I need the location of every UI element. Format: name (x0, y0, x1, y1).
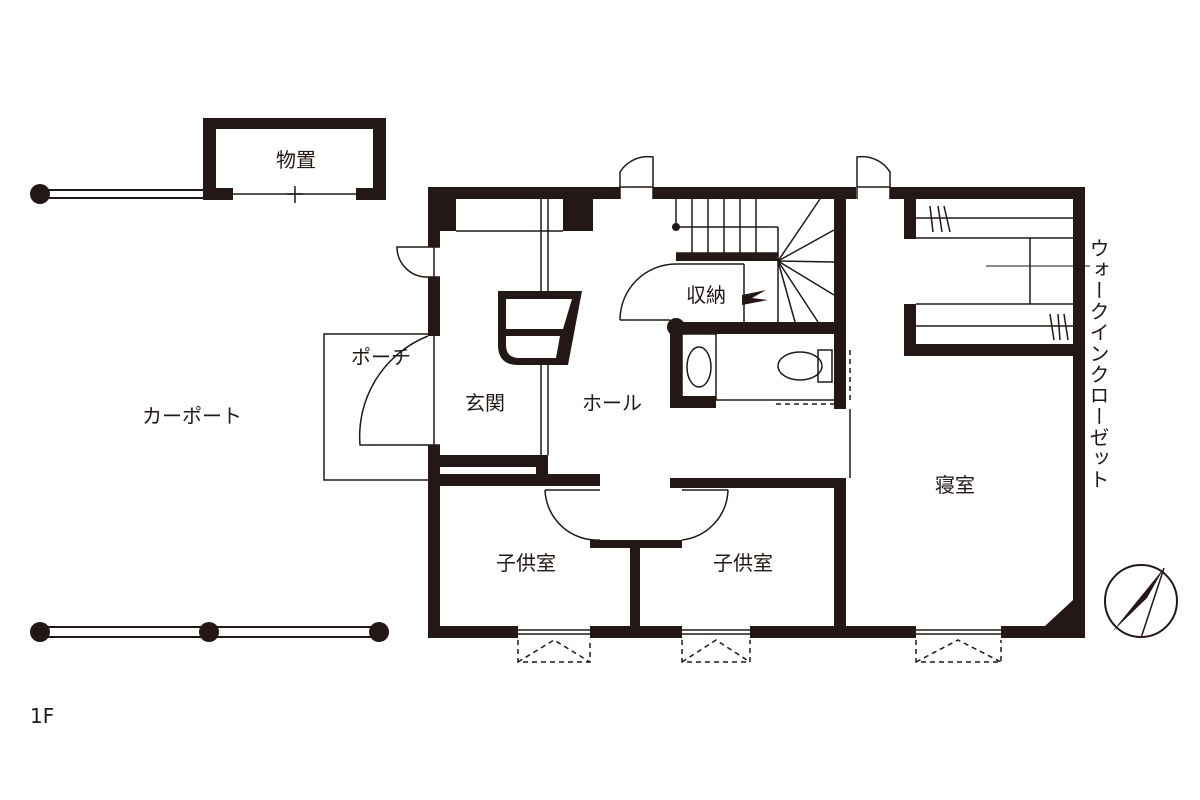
label-bedroom: 寝室 (935, 473, 975, 497)
label-entrance: 玄関 (465, 391, 505, 415)
window-kids-room-2 (681, 629, 751, 663)
stairs-icon (672, 198, 835, 323)
entrance-door (358, 335, 440, 446)
label-hall: ホール (582, 391, 642, 415)
door-left-upper (396, 246, 440, 278)
label-kids-room-2: 子供室 (713, 551, 773, 575)
carport-rail-bottom (30, 622, 389, 642)
door-top-left (619, 155, 654, 199)
carport-rail-top (30, 184, 203, 204)
label-storage-shed: 物置 (276, 148, 316, 172)
label-porch: ポーチ (351, 345, 411, 369)
storage-shed (203, 118, 386, 203)
north-arrow-icon (1104, 564, 1178, 639)
interior-walls (428, 187, 1073, 638)
walk-in-closet-fixtures (916, 205, 1090, 341)
bathtub-icon (681, 333, 717, 401)
floor-label: 1F (30, 704, 54, 728)
outer-walls (428, 187, 1085, 638)
label-kids-room-1: 子供室 (496, 551, 556, 575)
kids-room-doors (544, 489, 729, 541)
shoe-cabinet (498, 291, 582, 365)
window-kids-room-1 (517, 629, 591, 663)
label-storage-closet: 収納 (686, 283, 726, 307)
toilet-icon (777, 349, 833, 383)
storage-closet-door (619, 263, 768, 322)
porch (323, 333, 428, 481)
label-walk-in-closet: ウォークインクローゼット (1086, 238, 1110, 490)
door-top-right (856, 155, 891, 199)
label-carport: カーポート (142, 404, 242, 428)
window-bedroom (915, 629, 1002, 663)
